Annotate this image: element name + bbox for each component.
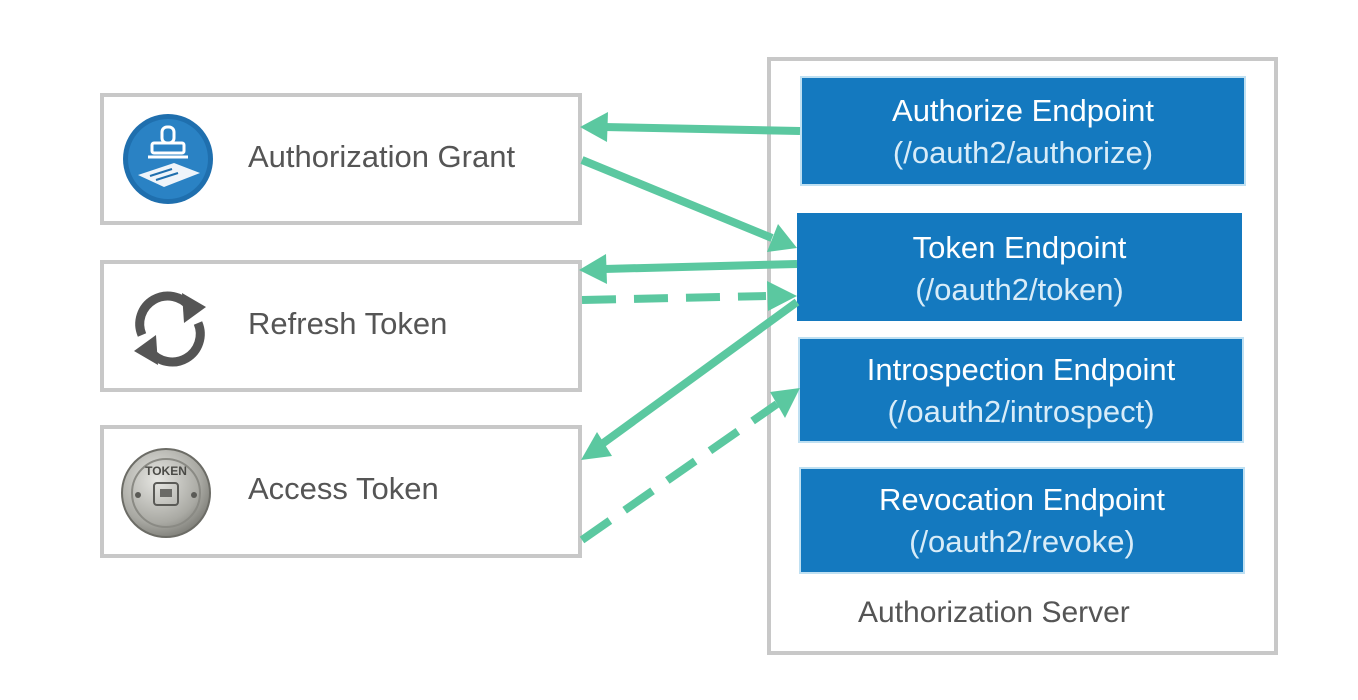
refresh-token-box bbox=[100, 260, 582, 392]
revocation-endpoint-name: Revocation Endpoint bbox=[878, 482, 1166, 517]
access-token-label: Access Token bbox=[248, 471, 439, 506]
refresh-icon bbox=[124, 283, 216, 375]
arrowhead-refresh bbox=[579, 254, 607, 284]
token-endpoint-path: (/oauth2/token) bbox=[915, 272, 1124, 307]
revocation-endpoint-path: (/oauth2/revoke) bbox=[909, 524, 1135, 559]
arrowhead-token-2 bbox=[767, 281, 797, 311]
arrowhead-access bbox=[581, 432, 612, 460]
token-coin-icon: TOKEN bbox=[120, 447, 212, 539]
coin-text: TOKEN bbox=[145, 464, 187, 478]
arrow-token-to-access bbox=[599, 298, 800, 448]
arrowhead-introspect bbox=[770, 388, 800, 418]
stamp-icon bbox=[122, 113, 214, 205]
authorization-grant-label: Authorization Grant bbox=[248, 139, 516, 174]
arrow-authorize-to-grant bbox=[603, 123, 801, 135]
authorize-endpoint-path: (/oauth2/authorize) bbox=[892, 135, 1154, 170]
introspection-endpoint: Introspection Endpoint (/oauth2/introspe… bbox=[798, 337, 1244, 443]
arrow-refresh-to-token-dashed bbox=[581, 292, 767, 304]
token-endpoint: Token Endpoint (/oauth2/token) bbox=[797, 213, 1242, 321]
arrowhead-token-1 bbox=[767, 224, 797, 252]
revocation-endpoint: Revocation Endpoint (/oauth2/revoke) bbox=[799, 467, 1245, 574]
arrow-grant-to-token bbox=[580, 156, 774, 242]
refresh-token-label: Refresh Token bbox=[248, 306, 448, 341]
arrowhead-grant bbox=[580, 112, 608, 142]
arrow-token-to-refresh bbox=[603, 260, 798, 273]
authorization-server-label: Authorization Server bbox=[858, 596, 1130, 629]
introspection-endpoint-name: Introspection Endpoint bbox=[866, 352, 1176, 387]
arrow-access-to-introspect-dashed bbox=[579, 400, 780, 544]
token-endpoint-name: Token Endpoint bbox=[912, 230, 1127, 265]
authorize-endpoint-name: Authorize Endpoint bbox=[892, 93, 1154, 128]
introspection-endpoint-path: (/oauth2/introspect) bbox=[887, 394, 1155, 429]
authorize-endpoint: Authorize Endpoint (/oauth2/authorize) bbox=[800, 76, 1246, 186]
